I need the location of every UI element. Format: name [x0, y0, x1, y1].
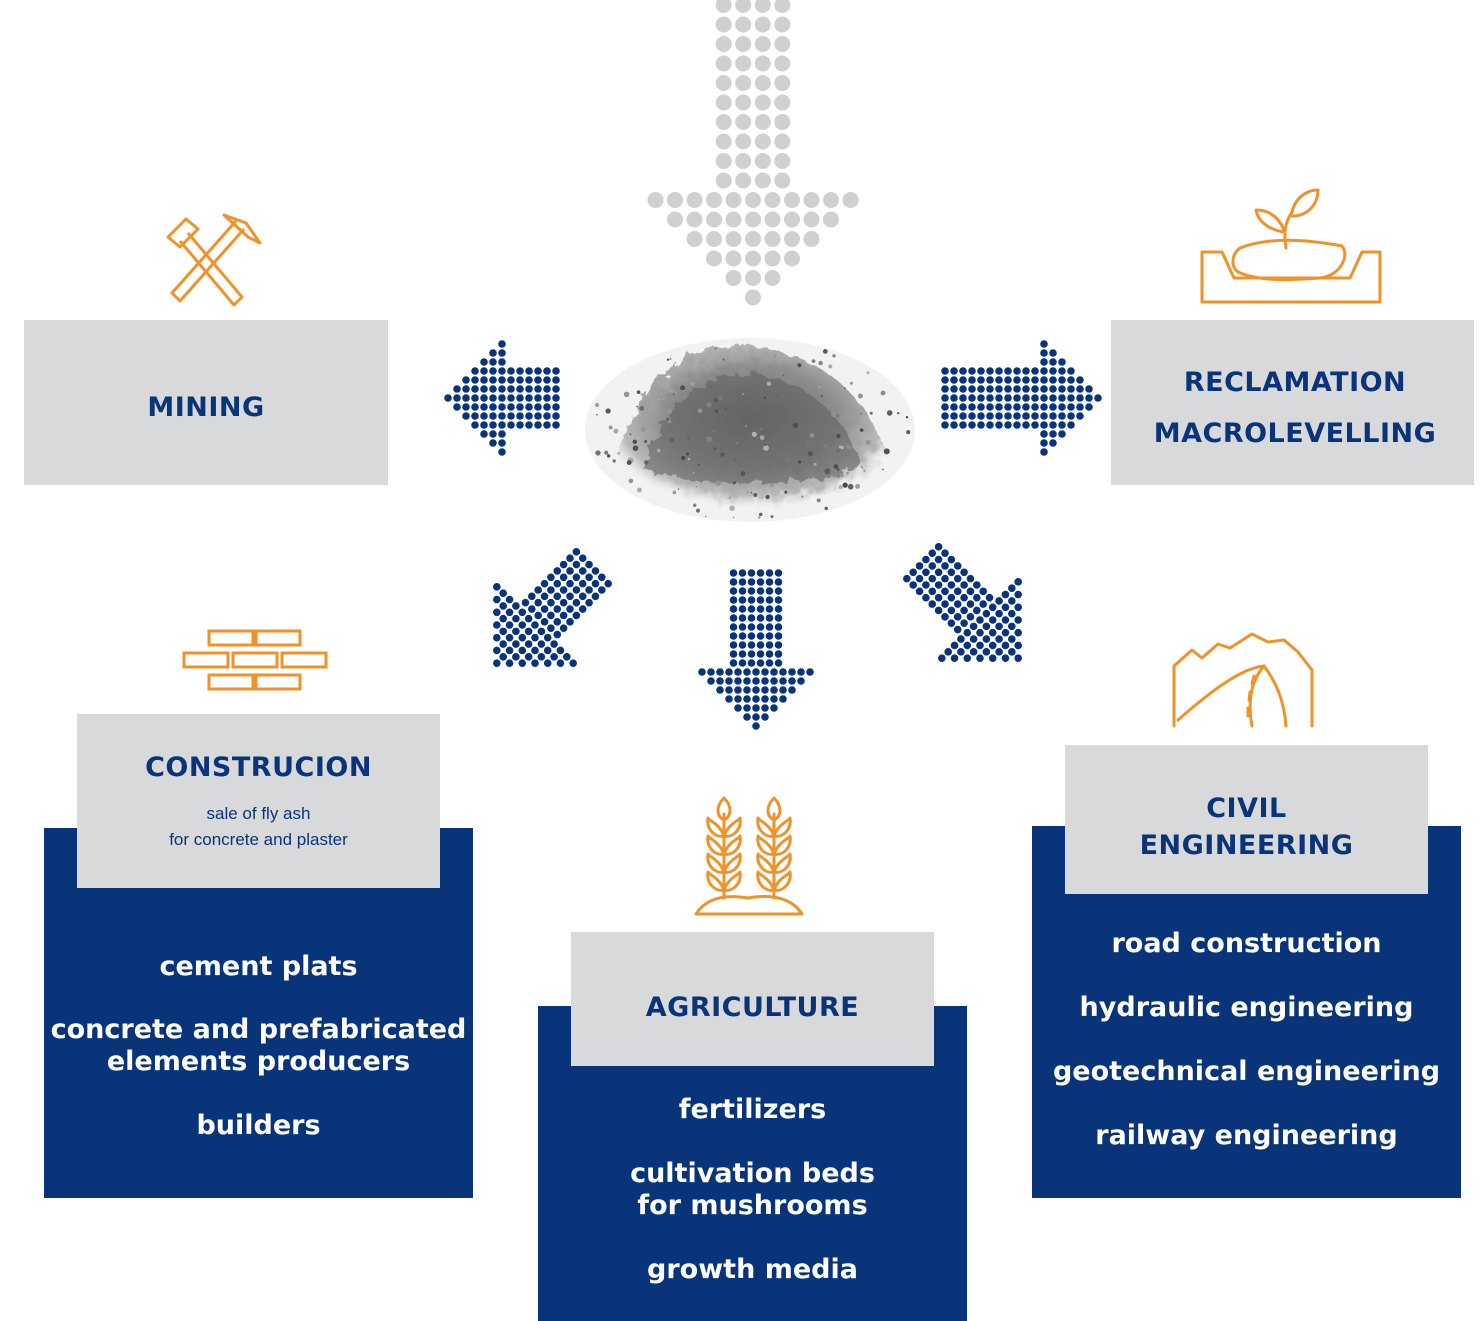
left-arrow — [444, 340, 560, 456]
reclamation-title-line2: MACROLEVELLING — [1153, 418, 1437, 449]
agriculture-item-beds-line2: for mushrooms — [637, 1190, 868, 1221]
agriculture-item-growth-media: growth media — [647, 1254, 858, 1285]
construction-item-cement-plats: cement plats — [159, 951, 358, 982]
civil-item-hydraulic: hydraulic engineering — [1079, 992, 1414, 1023]
hammer-pick-icon — [166, 213, 262, 307]
civil-title-line2: ENGINEERING — [1139, 830, 1354, 861]
top-gray-arrow — [647, 0, 859, 306]
plant-in-soil-icon — [1200, 188, 1382, 304]
down-left-arrow — [493, 548, 612, 667]
civil-box: CIVIL ENGINEERING — [1065, 745, 1428, 894]
mountain-road-icon — [1172, 632, 1314, 728]
ash-pile-image — [585, 338, 915, 522]
civil-item-railway: railway engineering — [1095, 1120, 1398, 1151]
agriculture-item-fertilizers: fertilizers — [678, 1094, 827, 1125]
down-right-arrow — [903, 543, 1022, 662]
agriculture-title: AGRICULTURE — [645, 992, 860, 1023]
civil-title-line1: CIVIL — [1206, 793, 1287, 824]
reclamation-title-line1: RECLAMATION — [1183, 367, 1407, 398]
agriculture-item-beds-line1: cultivation beds — [630, 1158, 875, 1189]
civil-item-road: road construction — [1111, 928, 1382, 959]
reclamation-box: RECLAMATION MACROLEVELLING — [1111, 320, 1474, 485]
construction-blue-panel — [44, 828, 473, 1198]
construction-sub-line1: sale of fly ash — [206, 804, 311, 823]
construction-item-concrete-line1: concrete and prefabricated — [50, 1014, 467, 1045]
mining-box: MINING — [24, 320, 388, 485]
down-arrow — [698, 569, 814, 730]
wheat-icon — [694, 796, 804, 916]
construction-sub-line2: for concrete and plaster — [169, 830, 348, 849]
mining-title: MINING — [147, 392, 265, 423]
right-arrow — [941, 340, 1102, 456]
agriculture-box: AGRICULTURE — [571, 932, 934, 1066]
civil-item-geotechnical: geotechnical engineering — [1052, 1056, 1441, 1087]
construction-box: CONSTRUCION sale of fly ash for concrete… — [77, 714, 440, 888]
construction-item-concrete-line2: elements producers — [106, 1046, 411, 1077]
bricks-icon — [182, 629, 328, 691]
construction-title: CONSTRUCION — [145, 752, 372, 783]
construction-item-builders: builders — [196, 1110, 321, 1141]
